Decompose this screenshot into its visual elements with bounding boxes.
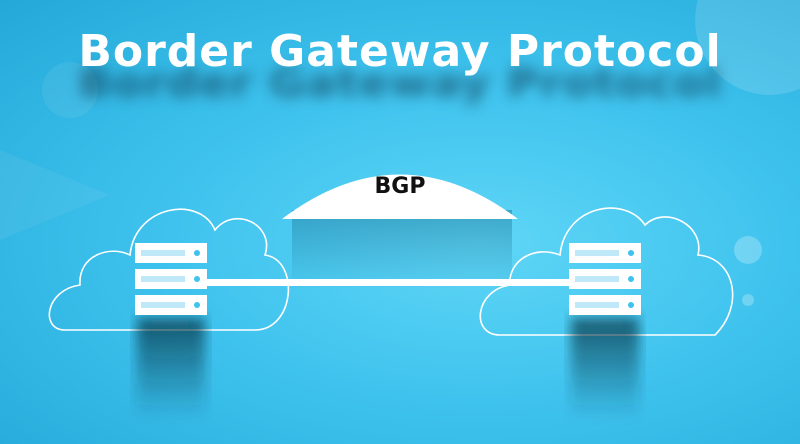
rack-shadow [571, 318, 639, 418]
protocol-label: BGP [374, 174, 426, 199]
connection-line [200, 279, 580, 286]
decorative-bokeh [0, 0, 800, 306]
server-icon [135, 243, 207, 315]
cloud-icon [479, 207, 734, 336]
dome-shadow [292, 210, 512, 290]
server-icon [569, 243, 641, 315]
rack-shadow [137, 318, 205, 418]
bgp-dome [282, 174, 518, 219]
title-shadow: Border Gateway Protocol [78, 60, 722, 107]
cloud-icon [48, 208, 290, 331]
page-title: Border Gateway Protocol [78, 26, 722, 77]
